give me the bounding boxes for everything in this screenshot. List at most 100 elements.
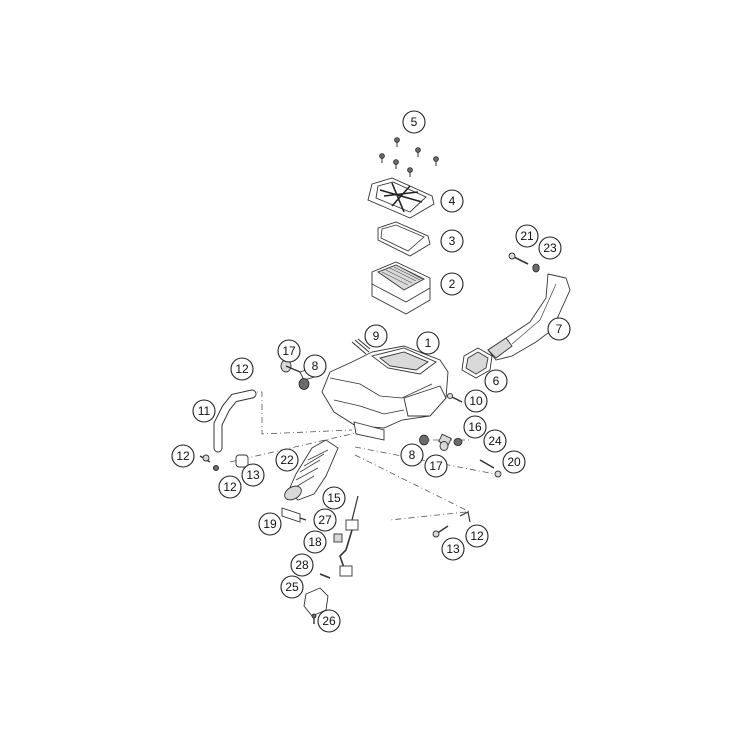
- grommet-part-17-lower: [439, 441, 449, 451]
- svg-text:8: 8: [312, 359, 319, 373]
- callout-11: 11: [192, 399, 216, 423]
- callout-28: 28: [290, 553, 314, 577]
- svg-text:22: 22: [280, 453, 294, 467]
- callout-25: 25: [280, 575, 304, 599]
- screw: [393, 159, 399, 169]
- gasket-part-3: [377, 221, 431, 257]
- callout-9: 9: [364, 324, 388, 348]
- svg-text:26: 26: [322, 614, 336, 628]
- svg-text:5: 5: [411, 115, 418, 129]
- grommet-part-17-upper: [280, 359, 301, 373]
- callout-15: 15: [322, 486, 346, 510]
- callout-16: 16: [463, 415, 487, 439]
- clamp-part-12-left-lower: [212, 464, 219, 471]
- intake-boot-part-22: [284, 439, 339, 501]
- screw: [394, 137, 400, 147]
- bushing-part-8-lower: [419, 434, 429, 446]
- intake-snorkel-part-7: [487, 273, 571, 361]
- callout-17-lower: 17: [424, 454, 448, 478]
- screw-part-13-right: [432, 525, 449, 538]
- svg-text:12: 12: [235, 362, 249, 376]
- filter-cover-part-4: [367, 177, 435, 219]
- svg-text:8: 8: [409, 448, 416, 462]
- svg-text:2: 2: [449, 277, 456, 291]
- clamp-part-12-left: [199, 454, 211, 463]
- cap-part-13-left: [235, 454, 249, 468]
- callout-21: 21: [515, 224, 539, 248]
- bolt-part-20: [479, 459, 502, 478]
- svg-text:17: 17: [429, 459, 443, 473]
- svg-text:13: 13: [246, 468, 260, 482]
- callout-8-lower: 8: [400, 443, 424, 467]
- svg-text:24: 24: [488, 434, 502, 448]
- callout-5: 5: [402, 110, 426, 134]
- callout-13-a: 13: [241, 463, 265, 487]
- svg-text:9: 9: [373, 329, 380, 343]
- spring-clip-part-9: [351, 338, 371, 355]
- intake-grille-part-6: [461, 347, 493, 379]
- svg-text:27: 27: [318, 513, 332, 527]
- clip-part-12-right: [459, 511, 471, 523]
- callout-24: 24: [483, 429, 507, 453]
- callout-18: 18: [303, 530, 327, 554]
- svg-text:25: 25: [285, 580, 299, 594]
- callout-20: 20: [502, 450, 526, 474]
- callout-2: 2: [440, 272, 464, 296]
- callout-8-upper: 8: [303, 354, 327, 378]
- callout-27: 27: [313, 508, 337, 532]
- callout-19: 19: [258, 512, 282, 536]
- screw: [379, 153, 385, 163]
- svg-text:28: 28: [295, 558, 309, 572]
- bolt-part-21: [508, 252, 529, 265]
- svg-text:17: 17: [282, 344, 296, 358]
- callout-13-b: 13: [441, 537, 465, 561]
- screw-part-26: [311, 613, 317, 624]
- svg-text:4: 4: [449, 194, 456, 208]
- sensor-cable-part-18: [333, 495, 359, 577]
- callout-12-d: 12: [465, 524, 489, 548]
- svg-text:19: 19: [263, 517, 277, 531]
- clip-part-28: [319, 573, 331, 579]
- svg-text:20: 20: [507, 455, 521, 469]
- svg-text:11: 11: [198, 404, 211, 418]
- svg-text:16: 16: [468, 420, 482, 434]
- air-filter-part-2: [371, 261, 431, 315]
- screw: [407, 167, 413, 177]
- svg-text:15: 15: [327, 491, 341, 505]
- callout-6: 6: [484, 369, 508, 393]
- callout-3: 3: [440, 229, 464, 253]
- svg-text:10: 10: [469, 394, 483, 408]
- callout-7: 7: [547, 317, 571, 341]
- hose-part-11: [213, 389, 257, 453]
- callout-12-a: 12: [230, 357, 254, 381]
- svg-text:12: 12: [176, 449, 190, 463]
- callout-12-c: 12: [218, 475, 242, 499]
- callout-17-upper: 17: [277, 339, 301, 363]
- screw: [433, 156, 439, 166]
- tube-part-19: [281, 507, 307, 523]
- callout-23: 23: [538, 236, 562, 260]
- svg-text:18: 18: [308, 535, 322, 549]
- callout-10: 10: [464, 389, 488, 413]
- screw: [415, 147, 421, 157]
- airbox-housing-part-1: [299, 345, 449, 441]
- washer-part-23: [532, 263, 540, 273]
- svg-text:21: 21: [520, 229, 534, 243]
- svg-text:23: 23: [543, 241, 557, 255]
- svg-text:13: 13: [446, 542, 460, 556]
- nut-part-24: [453, 437, 463, 446]
- screw-part-10: [446, 392, 463, 403]
- svg-text:12: 12: [223, 480, 237, 494]
- svg-text:3: 3: [449, 234, 456, 248]
- callout-26: 26: [317, 609, 341, 633]
- svg-text:7: 7: [556, 322, 563, 336]
- callout-22: 22: [275, 448, 299, 472]
- callout-1: 1: [416, 331, 440, 355]
- svg-text:12: 12: [470, 529, 484, 543]
- svg-text:1: 1: [425, 336, 432, 350]
- callout-12-b: 12: [171, 444, 195, 468]
- callout-4: 4: [440, 189, 464, 213]
- bushing-part-8-upper: [298, 378, 310, 390]
